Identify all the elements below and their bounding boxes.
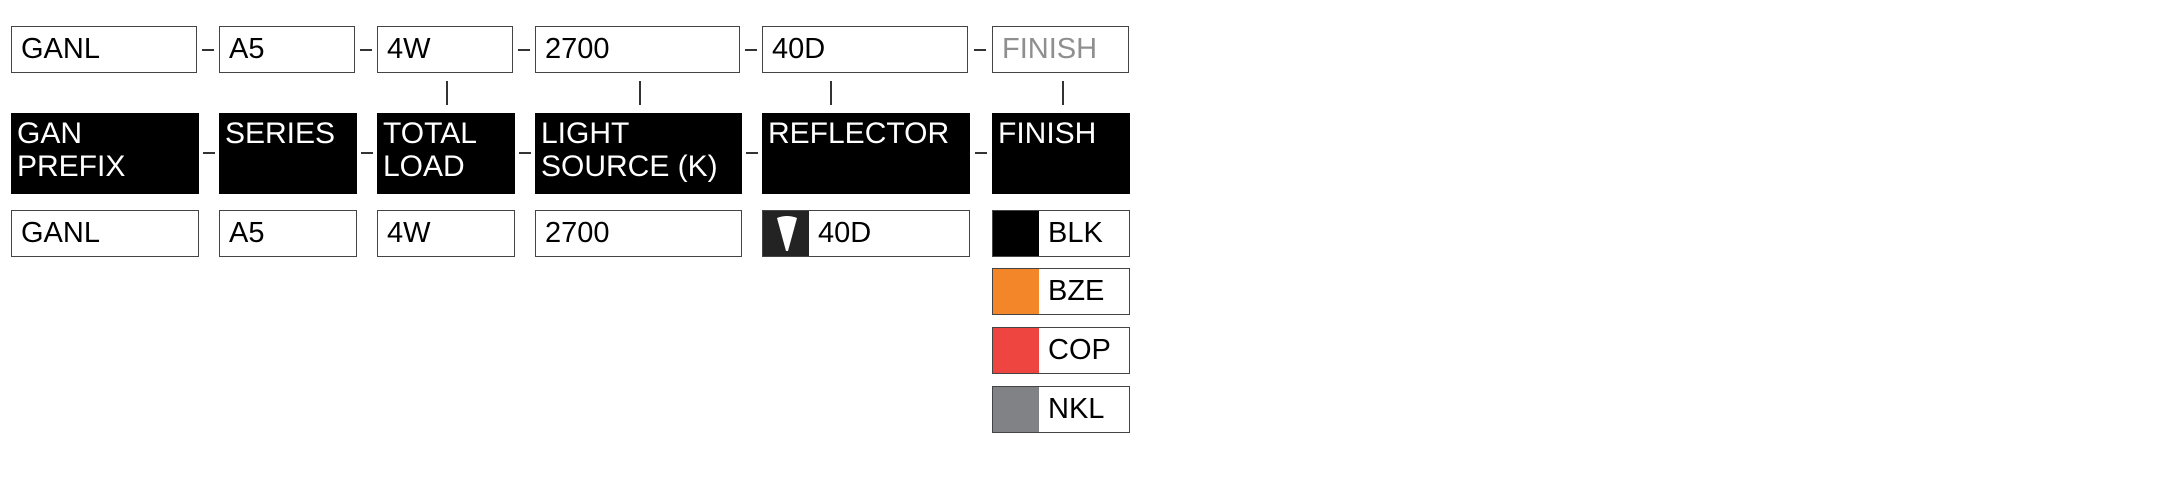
beam-angle-icon [763,211,809,256]
option-label: 40D [818,217,872,249]
code-field-reflector[interactable]: 40D [762,26,968,73]
option-total-load-4w[interactable]: 4W [377,210,515,257]
separator-dash [746,152,758,154]
color-swatch [993,269,1039,314]
header-light-source: LIGHT SOURCE (K) [535,113,742,194]
separator-dash [974,49,986,51]
option-finish-bze[interactable]: BZE [992,268,1130,315]
separator-dash [975,152,987,154]
option-finish-nkl[interactable]: NKL [992,386,1130,433]
separator-dash [745,49,757,51]
code-field-series[interactable]: A5 [219,26,355,73]
option-finish-blk[interactable]: BLK [992,210,1130,257]
option-label: BZE [1048,275,1105,307]
header-series: SERIES [219,113,357,194]
separator-dash [203,152,215,154]
option-label: BLK [1048,217,1103,249]
connector-line [446,81,448,105]
option-series-a5[interactable]: A5 [219,210,357,257]
option-label: NKL [1048,393,1105,425]
color-swatch [993,387,1039,432]
code-field-gan-prefix[interactable]: GANL [11,26,197,73]
code-field-light-source[interactable]: 2700 [535,26,740,73]
option-finish-cop[interactable]: COP [992,327,1130,374]
header-total-load: TOTAL LOAD [377,113,515,194]
connector-line [830,81,832,105]
separator-dash [202,49,214,51]
separator-dash [360,49,372,51]
color-swatch [993,328,1039,373]
option-label: COP [1048,334,1111,366]
separator-dash [518,49,530,51]
code-field-finish[interactable]: FINISH [992,26,1129,73]
option-reflector-40d[interactable]: 40D [762,210,970,257]
header-finish: FINISH [992,113,1130,194]
connector-line [639,81,641,105]
separator-dash [361,152,373,154]
header-gan-prefix: GAN PREFIX [11,113,199,194]
code-field-total-load[interactable]: 4W [377,26,513,73]
option-gan-prefix-ganl[interactable]: GANL [11,210,199,257]
color-swatch [993,211,1039,256]
option-light-source-2700[interactable]: 2700 [535,210,742,257]
separator-dash [519,152,531,154]
header-reflector: REFLECTOR [762,113,970,194]
connector-line [1062,81,1064,105]
